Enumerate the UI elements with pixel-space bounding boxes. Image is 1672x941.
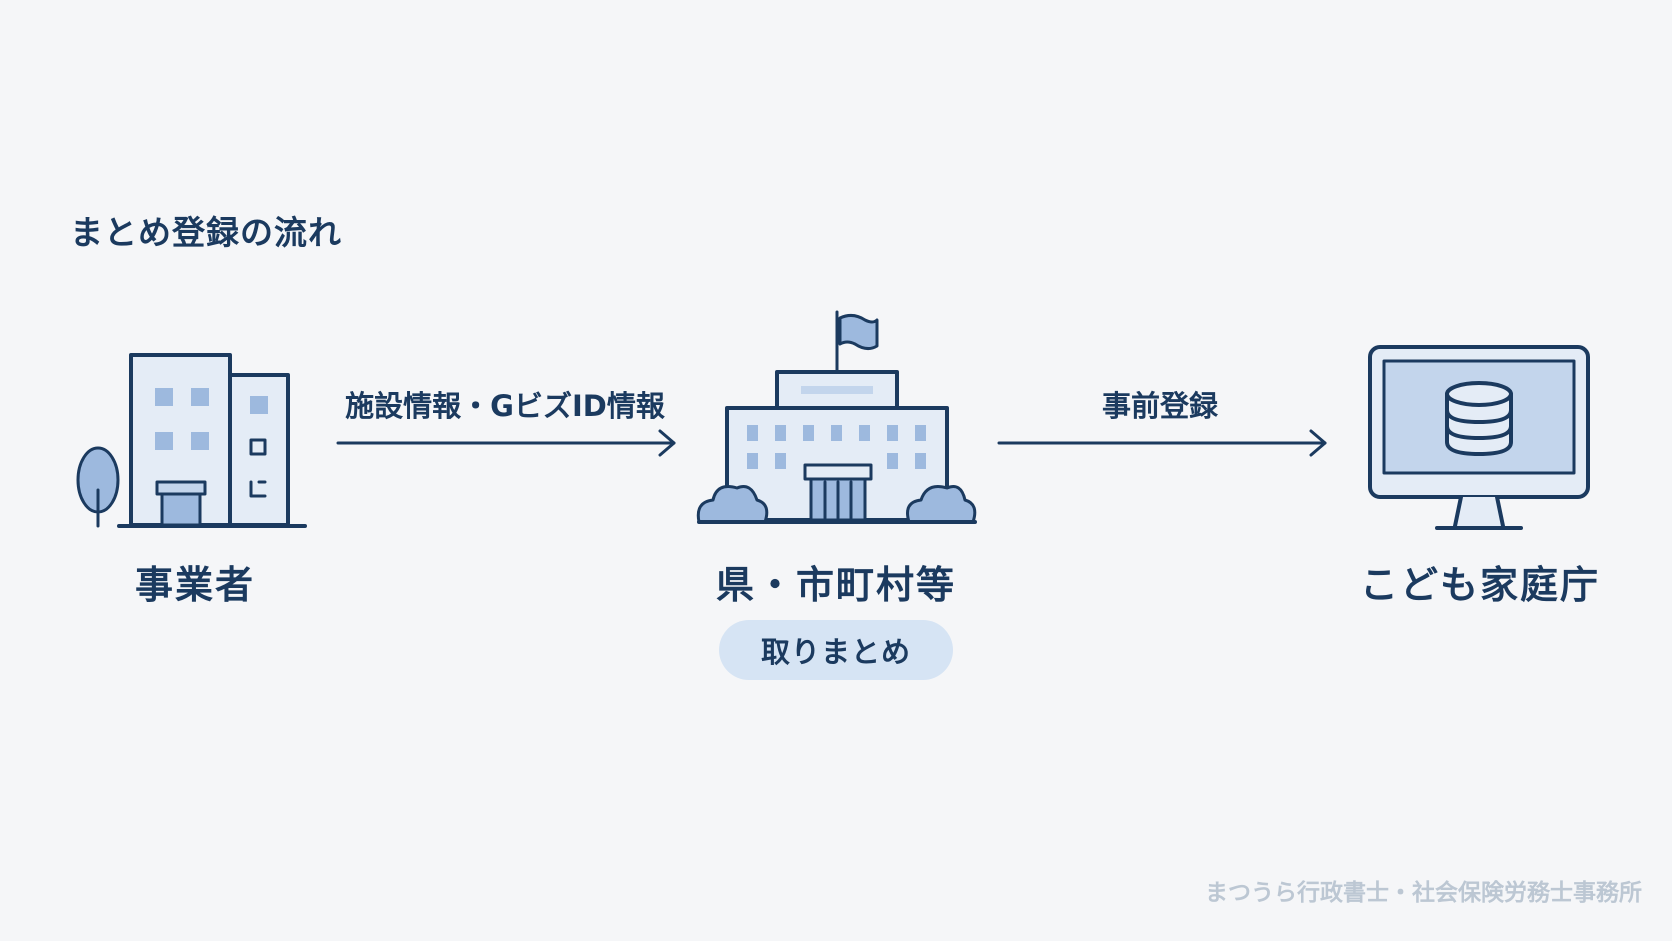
arrow-right-icon [336,429,676,457]
diagram-title: まとめ登録の流れ [70,213,342,252]
government-building-icon [696,310,977,524]
badge-label: 取りまとめ [760,635,911,669]
flow-label-pre-registration: 事前登録 [1101,389,1218,423]
node-label-business: 事業者 [134,563,255,607]
database-monitor-icon [1368,345,1590,530]
node-label-prefecture: 県・市町村等 [715,563,956,607]
office-building-icon [76,353,307,528]
flow-label-facility-info: 施設情報・GビズID情報 [345,389,665,423]
arrow-right-icon [997,429,1327,457]
badge-consolidation: 取りまとめ [719,620,953,680]
credit-text: まつうら行政書士・社会保険労務士事務所 [1205,880,1642,906]
database-icon [1445,381,1513,456]
node-label-agency: こども家庭庁 [1359,563,1600,607]
